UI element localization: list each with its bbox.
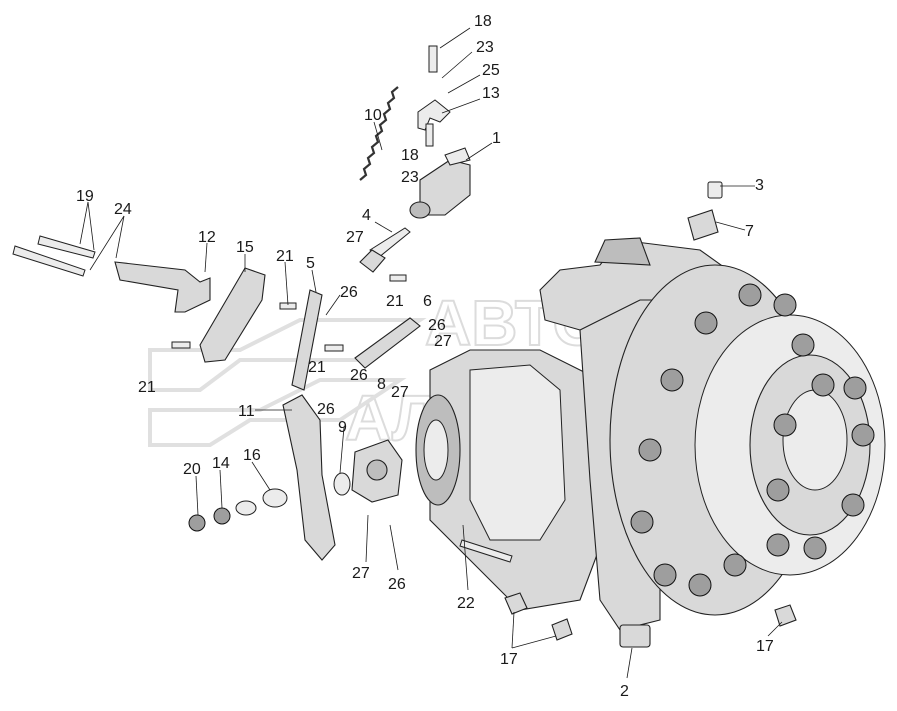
callout-26: 26 [340, 284, 358, 301]
valve-body [409, 147, 471, 219]
callout-26-second: 26 [428, 317, 446, 334]
plug-17-c [774, 604, 797, 627]
callout-7: 7 [745, 223, 754, 240]
bolt-18-top [428, 45, 438, 73]
callout-16: 16 [243, 447, 261, 464]
callout-27-second: 27 [434, 333, 452, 350]
callout-3: 3 [755, 177, 764, 194]
pin-21-c [389, 274, 407, 282]
bolt-19-a [37, 235, 96, 259]
callout-21-second: 21 [386, 293, 404, 310]
leader-lines [79, 27, 783, 679]
pin-21-b [324, 344, 344, 352]
callout-11: 11 [238, 403, 255, 420]
callout-19: 19 [76, 188, 94, 205]
breather-3 [707, 181, 723, 199]
callout-24: 24 [114, 201, 132, 218]
callout-5: 5 [306, 255, 315, 272]
callout-27: 27 [346, 229, 364, 246]
callout-26-fourth: 26 [317, 401, 335, 418]
flange-bolts [630, 283, 875, 597]
spring-10 [359, 86, 399, 181]
callout-18: 18 [474, 13, 492, 30]
wheel-flange [609, 264, 886, 616]
drain-plug-2 [619, 624, 651, 648]
callout-9: 9 [338, 419, 347, 436]
callout-15: 15 [236, 239, 254, 256]
washer-14 [213, 507, 231, 525]
callout-1: 1 [492, 130, 501, 147]
callout-17: 17 [500, 651, 518, 668]
callout-14: 14 [212, 455, 230, 472]
callout-2: 2 [620, 683, 629, 700]
callout-12: 12 [198, 229, 216, 246]
watermark-logo-shape-2 [148, 378, 407, 447]
callout-22: 22 [457, 595, 475, 612]
callout-10: 10 [364, 107, 382, 124]
callout-27-third: 27 [391, 384, 409, 401]
pin-21-d [171, 341, 191, 349]
callout-8: 8 [377, 376, 386, 393]
nut-20 [188, 514, 206, 532]
callout-23-second: 23 [401, 169, 419, 186]
washer-14b [235, 500, 257, 516]
callout-27-fourth: 27 [352, 565, 370, 582]
callout-23: 23 [476, 39, 494, 56]
callout-21: 21 [276, 248, 294, 265]
lever-6 [354, 317, 421, 369]
fork-4 [359, 249, 386, 273]
ring-9 [333, 472, 351, 496]
ring-16 [262, 488, 288, 508]
callout-20: 20 [183, 461, 201, 478]
bracket-13 [417, 99, 451, 131]
callout-26-fifth: 26 [388, 576, 406, 593]
callout-25: 25 [482, 62, 500, 79]
plug-17-b [551, 618, 573, 641]
cap-7 [687, 209, 719, 241]
callout-18-second: 18 [401, 147, 419, 164]
callout-21-third: 21 [308, 359, 326, 376]
pin-22 [459, 539, 513, 563]
callout-4: 4 [362, 207, 371, 224]
link-5 [291, 289, 323, 391]
callout-13: 13 [482, 85, 500, 102]
callout-labels: 18 23 25 13 10 1 18 23 3 7 4 27 19 24 12… [76, 13, 774, 700]
bolt-19-b [12, 245, 86, 277]
bracket-12 [114, 261, 211, 313]
callout-21-fourth: 21 [138, 379, 156, 396]
lever-11 [282, 394, 336, 561]
callout-17-second: 17 [756, 638, 774, 655]
callout-26-third: 26 [350, 367, 368, 384]
bolt-18-mid [425, 123, 434, 147]
callout-6: 6 [423, 293, 432, 310]
plug-17-a [504, 592, 528, 615]
